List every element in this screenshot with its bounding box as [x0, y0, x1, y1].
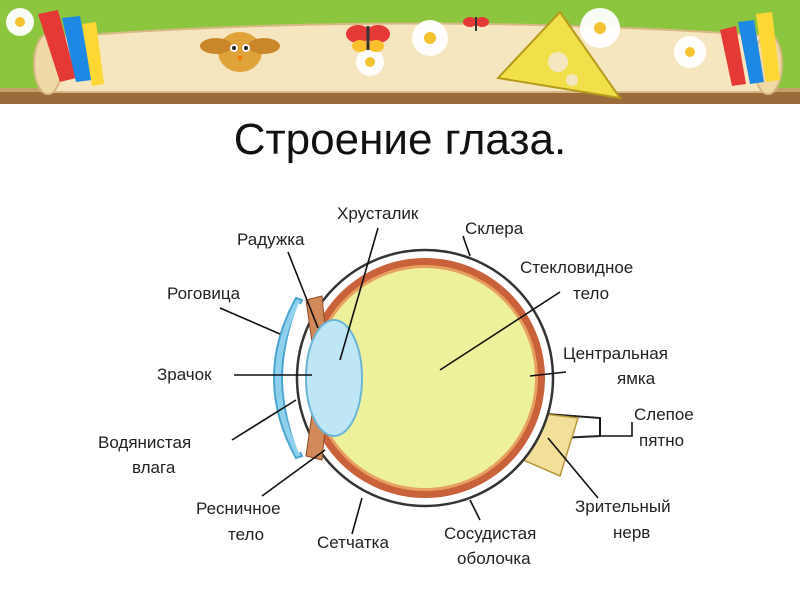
label-optic-nerve-line1: Зрительный — [575, 497, 671, 516]
pencil-icon — [720, 12, 780, 86]
label-fovea-line2: ямка — [617, 369, 656, 388]
label-cornea: Роговица — [167, 284, 241, 303]
daisy-icon — [6, 8, 34, 36]
butterfly-icon — [346, 25, 390, 52]
label-blind-spot-line1: Слепое — [634, 405, 694, 424]
bird-icon — [200, 32, 280, 72]
label-optic-nerve-line2: нерв — [613, 523, 650, 542]
daisy-icon — [412, 20, 448, 56]
label-aqueous-line1: Водянистая — [98, 433, 191, 452]
pencil-icon — [38, 10, 104, 86]
label-fovea-line1: Центральная — [563, 344, 668, 363]
label-retina: Сетчатка — [317, 533, 389, 552]
label-choroid-line1: Сосудистая — [444, 524, 536, 543]
label-ciliary-line2: тело — [228, 525, 264, 544]
vitreous-body-shape — [315, 268, 535, 488]
label-sclera: Склера — [465, 219, 524, 238]
daisy-icon — [356, 48, 384, 76]
label-vitreous-line2: тело — [573, 284, 609, 303]
label-ciliary-line1: Ресничное — [196, 499, 281, 518]
label-blind-spot-line2: пятно — [639, 431, 684, 450]
label-vitreous-line1: Стекловидное — [520, 258, 633, 277]
label-choroid-line2: оболочка — [457, 549, 531, 568]
label-aqueous-line2: влага — [132, 458, 176, 477]
label-iris: Радужка — [237, 230, 305, 249]
cornea-shape — [273, 296, 304, 460]
daisy-icon — [580, 8, 620, 48]
page-title: Строение глаза. — [233, 115, 567, 164]
ruler-triangle-icon — [495, 10, 623, 100]
decorative-banner — [0, 0, 800, 104]
daisy-icon — [674, 36, 706, 68]
label-lens: Хрусталик — [337, 204, 419, 223]
lens-shape — [305, 319, 363, 437]
butterfly-icon — [463, 17, 489, 31]
label-pupil: Зрачок — [157, 365, 212, 384]
